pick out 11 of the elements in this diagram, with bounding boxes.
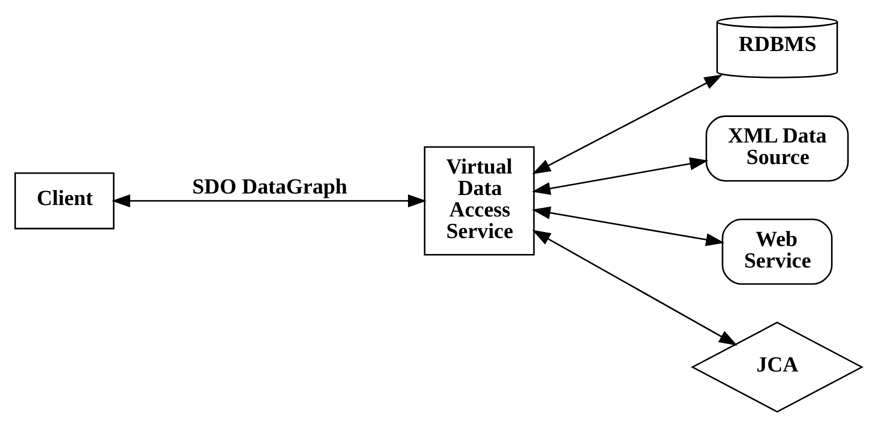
arrow	[531, 206, 724, 246]
arrow	[531, 157, 708, 195]
node-box: XML Data Source	[705, 115, 848, 182]
arrow	[532, 230, 737, 346]
node-diamond: JCA	[690, 322, 863, 413]
arrow	[111, 194, 426, 208]
node-box: Web Service	[721, 218, 832, 285]
arrow	[532, 74, 722, 174]
edge-label: SDO DataGraph	[192, 174, 347, 198]
node-box: Virtual Data Access Service	[423, 146, 534, 256]
node-box: Client	[14, 172, 114, 230]
